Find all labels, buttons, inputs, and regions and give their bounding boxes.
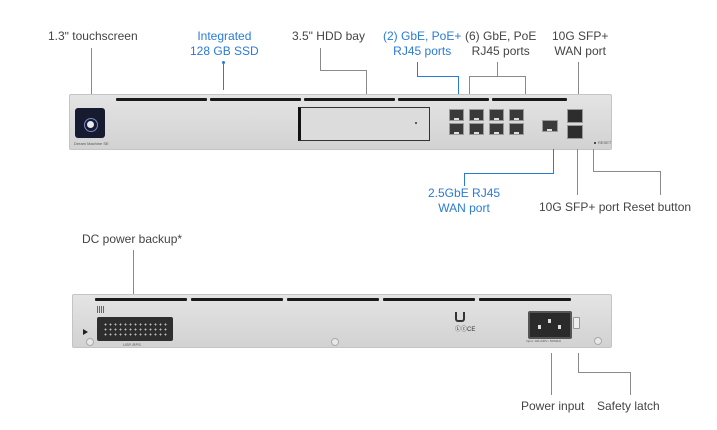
leader-hdd [320, 70, 366, 71]
leader-poe [469, 76, 526, 77]
label-ssd-line2: 128 GB SSD [190, 44, 259, 58]
wan-rj45-port[interactable] [542, 120, 558, 132]
label-ssd-line1: Integrated [197, 29, 252, 43]
label-ssd: Integrated 128 GB SSD [190, 29, 259, 59]
qr-code [97, 306, 105, 313]
leader-wan25 [464, 173, 554, 174]
dc-backup-connector[interactable] [97, 317, 173, 341]
leader-wan25 [464, 173, 465, 186]
hdd-bay[interactable] [298, 107, 430, 141]
pin [558, 325, 561, 329]
label-sfp: 10G SFP+ port [539, 200, 620, 214]
screen-dot-icon [87, 121, 94, 128]
front-panel: Dream Machine SE RESET [69, 94, 612, 150]
leader-sfp-wan [578, 62, 579, 94]
label-power-input: Power input [521, 399, 585, 413]
leader-latch [630, 372, 631, 395]
sfp-wan-port[interactable] [567, 109, 583, 123]
label-hdd: 3.5" HDD bay [292, 29, 365, 43]
leader-latch [578, 372, 631, 373]
leader-reset [593, 149, 594, 172]
power-text: Input: 100-240V~ 50/60Hz [526, 339, 562, 343]
rj45-port[interactable] [509, 123, 524, 135]
cert-marks: ⓁⓒCE [455, 327, 476, 333]
leader-poeplus [417, 76, 459, 77]
front-vent [304, 98, 395, 101]
rj45-port[interactable] [489, 123, 504, 135]
rj45-port[interactable] [469, 123, 484, 135]
front-vent [116, 98, 207, 101]
rj45-port[interactable] [469, 109, 484, 121]
label-sfp-wan: 10G SFP+ WAN port [552, 29, 608, 59]
rear-vent [383, 298, 475, 301]
dc-text: USP-RPS [123, 342, 141, 347]
leader-poeplus [458, 76, 459, 94]
rj45-port[interactable] [449, 109, 464, 121]
rear-vent [95, 298, 187, 301]
leader-poe [525, 76, 526, 94]
rj45-port[interactable] [509, 109, 524, 121]
leader-poe [497, 62, 498, 77]
leader-latch [578, 353, 579, 373]
rear-vent [479, 298, 571, 301]
screen-ring-icon [84, 118, 98, 132]
screw-icon [594, 337, 602, 345]
label-sfp-wan-line2: WAN port [554, 44, 606, 58]
reset-text: RESET [598, 140, 612, 145]
label-poe-line2: RJ45 ports [471, 44, 530, 58]
leader-power [551, 353, 552, 395]
reset-button[interactable] [594, 142, 596, 144]
power-input-socket[interactable] [528, 311, 572, 339]
leader-hdd [366, 70, 367, 94]
rj45-port[interactable] [489, 109, 504, 121]
label-poe: (6) GbE, PoE RJ45 ports [465, 29, 536, 59]
rear-vent [287, 298, 379, 301]
leader-reset [660, 171, 661, 195]
label-poeplus-line2: RJ45 ports [393, 44, 452, 58]
label-sfp-wan-line1: 10G SFP+ [552, 29, 609, 43]
ground-arrow-icon [83, 329, 88, 335]
label-poeplus-line1: (2) GbE, PoE+ [383, 29, 462, 43]
sfp-port[interactable] [567, 125, 583, 139]
label-wan25-line1: 2.5GbE RJ45 [428, 186, 501, 200]
leader-ssd [223, 62, 224, 90]
leader-wan25 [553, 149, 554, 174]
label-safety-latch: Safety latch [597, 399, 660, 413]
ubiquiti-logo-icon [455, 312, 465, 322]
leader-touchscreen [91, 48, 92, 94]
safety-latch[interactable] [573, 317, 580, 329]
screw-icon [86, 338, 94, 346]
model-text: Dream Machine SE [74, 141, 109, 146]
label-reset: Reset button [623, 200, 692, 214]
rear-vent [191, 298, 283, 301]
rear-panel: USP-RPS ⓁⓒCE Input: 100-240V~ 50/60Hz [72, 294, 612, 348]
pin [548, 319, 551, 323]
touchscreen[interactable] [75, 108, 105, 138]
front-vent [210, 98, 301, 101]
label-wan25: 2.5GbE RJ45 WAN port [428, 186, 500, 216]
bay-led-icon [415, 122, 417, 124]
screw-icon [331, 338, 339, 346]
front-vent [398, 98, 489, 101]
leader-poeplus [417, 62, 418, 77]
rj45-port[interactable] [449, 123, 464, 135]
pin [538, 325, 541, 329]
leader-reset [593, 171, 661, 172]
leader-hdd [320, 48, 321, 71]
front-vent [492, 98, 567, 101]
label-wan25-line2: WAN port [438, 201, 490, 215]
label-poeplus: (2) GbE, PoE+ RJ45 ports [383, 29, 461, 59]
label-dc-backup: DC power backup* [82, 232, 183, 246]
label-touchscreen: 1.3ʺ touchscreen [48, 29, 138, 43]
leader-sfp [577, 149, 578, 195]
leader-dc [133, 250, 134, 294]
label-poe-line1: (6) GbE, PoE [465, 29, 537, 43]
leader-poe [469, 76, 470, 94]
